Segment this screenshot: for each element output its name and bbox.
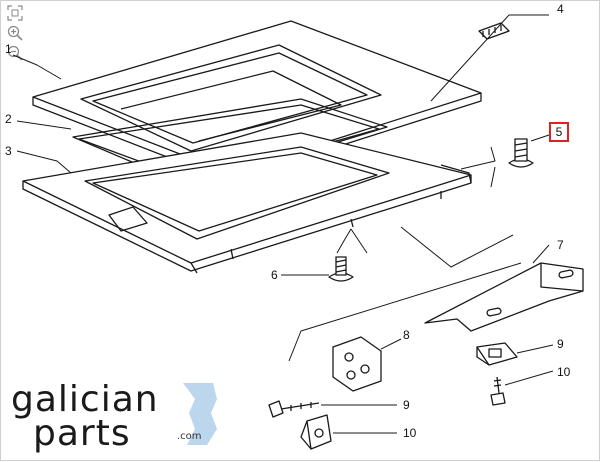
callout-3: 3 (5, 144, 12, 158)
part-bracket-8 (332, 336, 382, 392)
callout-10-lower: 10 (403, 426, 417, 440)
part-headliner (22, 132, 472, 274)
callout-8: 8 (403, 328, 410, 342)
fit-screen-icon[interactable] (7, 5, 23, 21)
brand-line2: parts (33, 413, 131, 454)
part-bolt-9a (490, 376, 506, 406)
logo-map-icon (183, 383, 217, 445)
zoom-toolbar (7, 5, 25, 65)
callout-5-highlight[interactable]: 5 (549, 122, 569, 142)
callout-labels: 1 2 3 4 6 7 8 9 10 9 10 (5, 2, 571, 440)
part-screw-5 (508, 138, 534, 168)
leader-lines (12, 14, 554, 434)
callout-7: 7 (557, 238, 564, 252)
zoom-in-icon[interactable] (7, 25, 23, 41)
callout-10-upper: 9 (557, 337, 564, 351)
brand-logo: galician parts .com (11, 379, 241, 454)
callout-6: 6 (271, 268, 278, 282)
part-clip-nut-10a (476, 342, 518, 366)
part-bolt-9b (268, 400, 320, 418)
callout-4: 4 (557, 2, 564, 16)
part-bracket-7 (424, 262, 584, 332)
callout-9-right: 10 (557, 365, 571, 379)
part-clip-nut-10b (300, 414, 332, 450)
callout-9-lower: 9 (403, 398, 410, 412)
callout-1: 1 (5, 42, 12, 56)
callout-5: 5 (555, 125, 563, 139)
brand-suffix: .com (177, 431, 202, 442)
callout-2: 2 (5, 112, 12, 126)
part-screw-6 (328, 256, 354, 282)
brand-line1: galician (11, 379, 159, 420)
part-clip-4 (478, 22, 510, 40)
